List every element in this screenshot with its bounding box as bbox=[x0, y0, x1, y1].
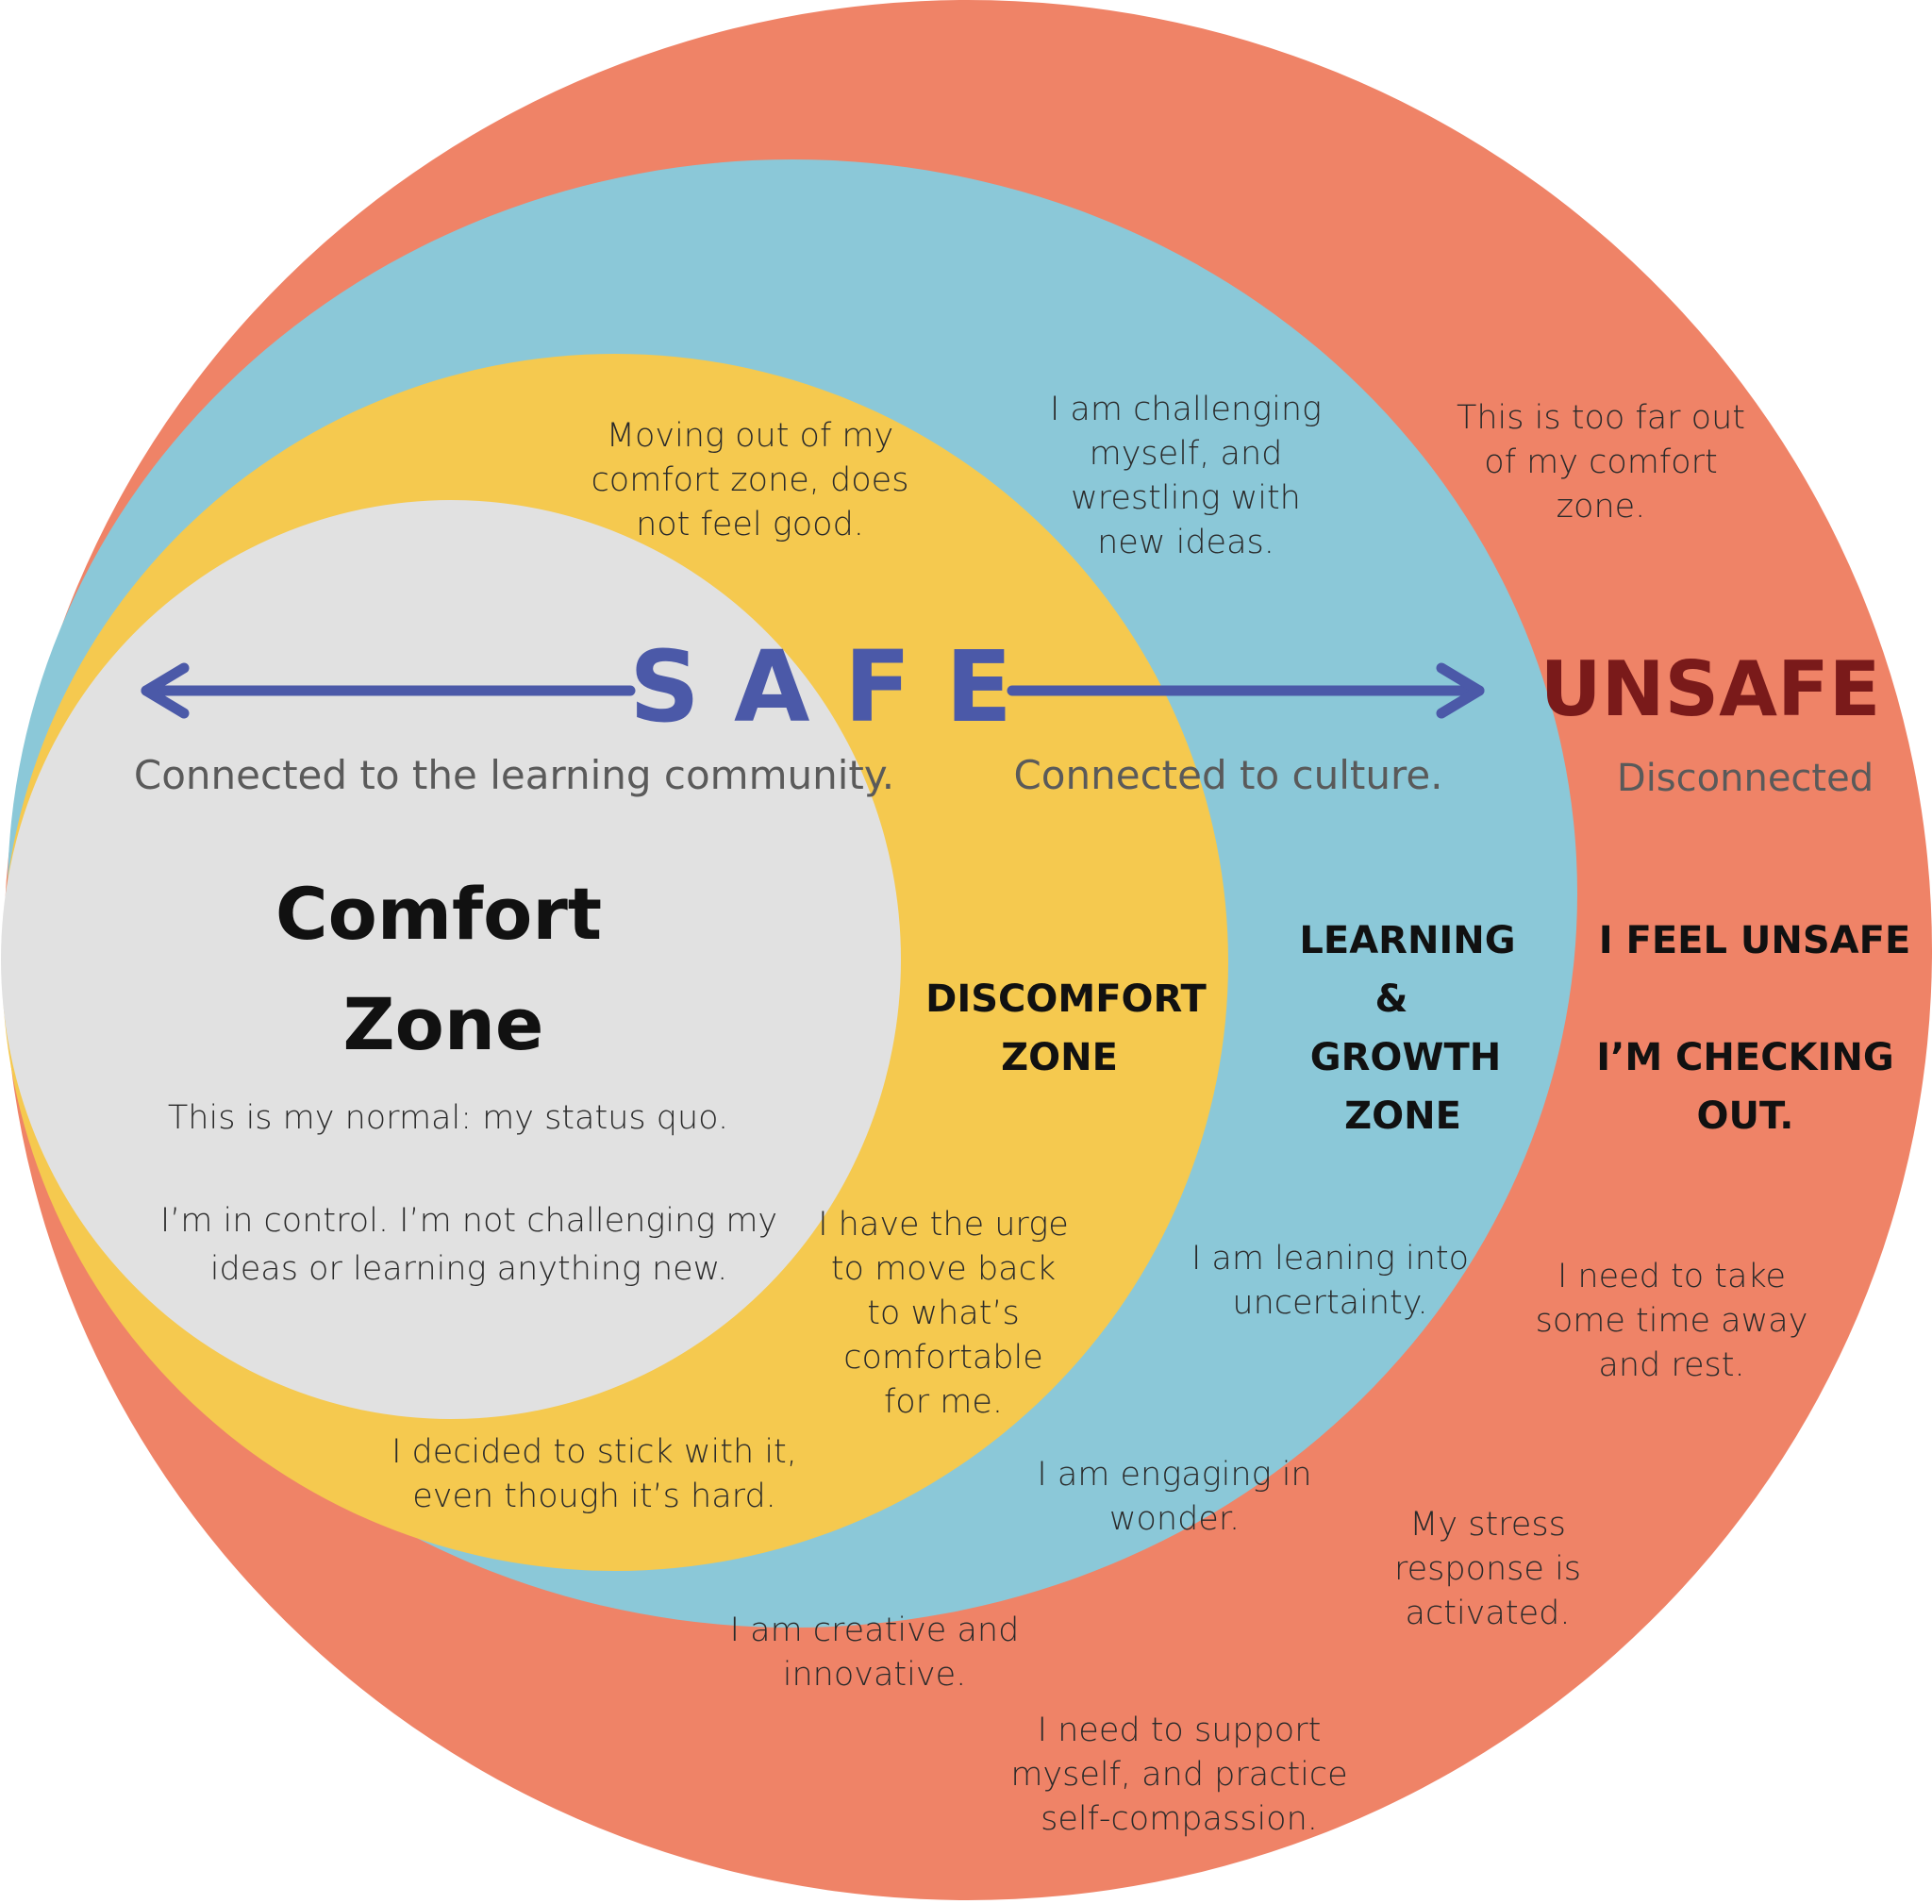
learning-challenging-text: I am challenging myself, and wrestling w… bbox=[1050, 391, 1322, 561]
connected-learning-text: Connected to the learning community. bbox=[134, 752, 894, 798]
connected-culture-text: Connected to culture. bbox=[1013, 752, 1442, 798]
learning-leaning-text: I am leaning into uncertainty. bbox=[1191, 1240, 1469, 1322]
discomfort-moving-line: not feel good. bbox=[636, 506, 864, 543]
unsafe-time-away-line: I need to take bbox=[1557, 1258, 1786, 1295]
learning-creative-line: innovative. bbox=[783, 1656, 966, 1694]
comfort-zone-title-line1: Comfort bbox=[275, 872, 602, 956]
unsafe-feel-text: I FEEL UNSAFE bbox=[1599, 919, 1911, 962]
safe-arrow-left-head bbox=[141, 662, 190, 719]
discomfort-zone-title-line1: DISCOMFORT bbox=[925, 977, 1207, 1021]
discomfort-stick-text: I decided to stick with it, even though … bbox=[391, 1433, 797, 1515]
discomfort-stick-line: even though it’s hard. bbox=[412, 1478, 776, 1515]
safe-label: S A F E bbox=[629, 629, 1012, 744]
unsafe-label: UNSAFE bbox=[1541, 645, 1881, 733]
unsafe-time-away-line: and rest. bbox=[1598, 1346, 1744, 1384]
learning-challenging-line: myself, and bbox=[1090, 435, 1283, 473]
learning-creative-line: I am creative and bbox=[730, 1612, 1020, 1649]
comfort-zone-circle bbox=[1, 500, 901, 1419]
discomfort-zone-title-line2: ZONE bbox=[1001, 1036, 1118, 1079]
unsafe-time-away-line: some time away bbox=[1536, 1302, 1808, 1340]
learning-creative-text: I am creative and innovative. bbox=[730, 1612, 1020, 1694]
unsafe-too-far-line: of my comfort bbox=[1484, 443, 1717, 481]
unsafe-too-far-line: zone. bbox=[1557, 488, 1646, 526]
learning-wonder-line: wonder. bbox=[1109, 1500, 1240, 1538]
learning-challenging-line: I am challenging bbox=[1050, 391, 1322, 428]
unsafe-stress-text: My stress response is activated. bbox=[1394, 1506, 1581, 1632]
unsafe-support-line: self-compassion. bbox=[1041, 1800, 1318, 1838]
learning-zone-title-line: LEARNING bbox=[1299, 919, 1515, 962]
unsafe-checking-out-line1: I’M CHECKING bbox=[1596, 1036, 1894, 1079]
learning-wonder-text: I am engaging in wonder. bbox=[1037, 1456, 1311, 1538]
learning-zone-title-line: & bbox=[1375, 977, 1408, 1021]
comfort-control-text-line1: I’m in control. I’m not challenging my bbox=[160, 1202, 777, 1240]
unsafe-checking-out-line2: OUT. bbox=[1697, 1094, 1794, 1138]
learning-leaning-line: uncertainty. bbox=[1232, 1284, 1427, 1322]
discomfort-urge-line: for me. bbox=[884, 1383, 1003, 1421]
learning-zone-title-line: ZONE bbox=[1344, 1094, 1461, 1138]
discomfort-urge-text: I have the urge to move back to what’s c… bbox=[818, 1206, 1069, 1421]
discomfort-moving-text: Moving out of my comfort zone, does not … bbox=[591, 417, 909, 543]
comfort-control-text-line2: ideas or learning anything new. bbox=[210, 1250, 727, 1288]
discomfort-moving-line: Moving out of my bbox=[607, 417, 893, 455]
unsafe-stress-line: activated. bbox=[1406, 1595, 1571, 1632]
discomfort-moving-line: comfort zone, does bbox=[591, 461, 909, 499]
discomfort-urge-line: to move back bbox=[831, 1250, 1056, 1288]
unsafe-time-away-text: I need to take some time away and rest. bbox=[1536, 1258, 1808, 1384]
safe-arrow-right-head bbox=[1436, 662, 1485, 719]
learning-leaning-line: I am leaning into bbox=[1191, 1240, 1469, 1278]
comfort-status-quo-text: This is my normal: my status quo. bbox=[168, 1099, 728, 1137]
learning-challenging-line: new ideas. bbox=[1097, 524, 1274, 561]
discomfort-urge-line: comfortable bbox=[843, 1339, 1043, 1377]
unsafe-support-line: I need to support bbox=[1038, 1712, 1322, 1749]
learning-zone-title: LEARNING & GROWTH ZONE bbox=[1299, 919, 1515, 1138]
unsafe-support-line: myself, and practice bbox=[1010, 1756, 1347, 1794]
disconnected-text: Disconnected bbox=[1617, 757, 1874, 800]
unsafe-support-text: I need to support myself, and practice s… bbox=[1010, 1712, 1347, 1838]
learning-wonder-line: I am engaging in bbox=[1037, 1456, 1311, 1494]
discomfort-urge-line: to what’s bbox=[867, 1294, 1020, 1332]
learning-zone-title-line: GROWTH bbox=[1310, 1036, 1502, 1079]
unsafe-too-far-text: This is too far out of my comfort zone. bbox=[1457, 399, 1745, 526]
unsafe-too-far-line: This is too far out bbox=[1457, 399, 1745, 437]
learning-challenging-line: wrestling with bbox=[1071, 479, 1301, 517]
comfort-zone-title-line2: Zone bbox=[343, 982, 544, 1066]
discomfort-stick-line: I decided to stick with it, bbox=[391, 1433, 797, 1471]
unsafe-stress-line: My stress bbox=[1409, 1506, 1566, 1544]
discomfort-urge-line: I have the urge bbox=[818, 1206, 1069, 1244]
unsafe-stress-line: response is bbox=[1394, 1550, 1581, 1588]
safe-arrow bbox=[141, 662, 1485, 719]
